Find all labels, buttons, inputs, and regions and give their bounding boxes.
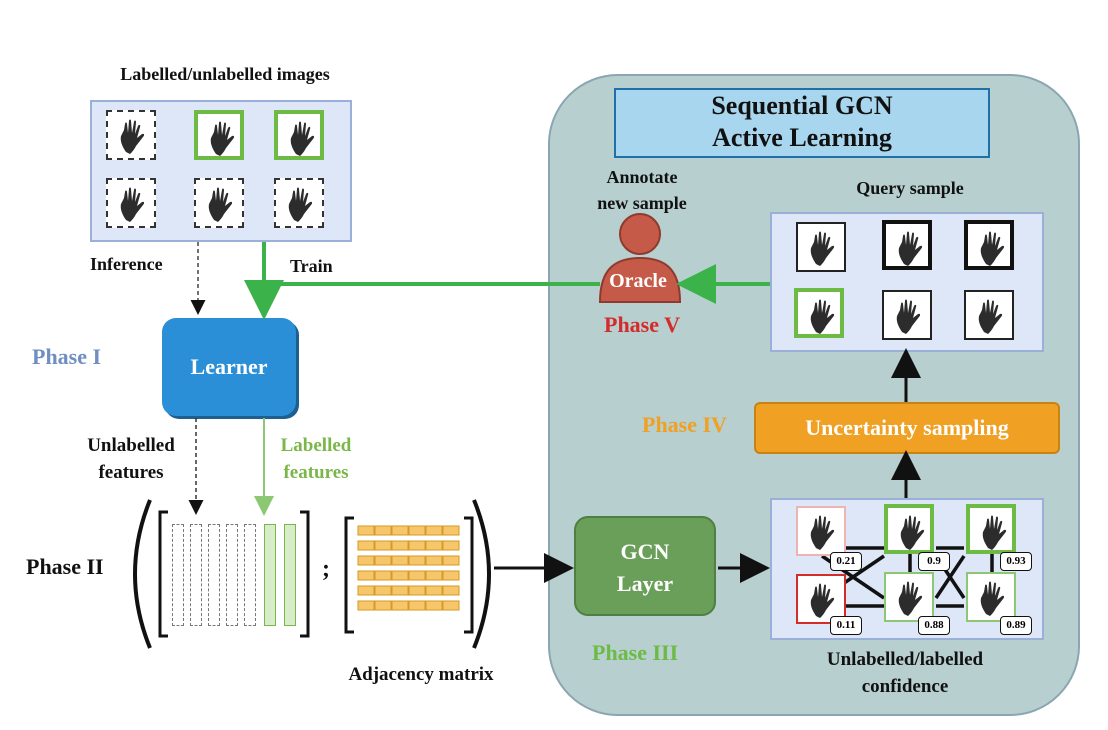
images-panel <box>90 100 352 242</box>
query-panel <box>770 212 1044 352</box>
confidence-badge: 0.93 <box>1000 552 1032 571</box>
hand-icon <box>966 504 1016 554</box>
hand-icon <box>884 504 934 554</box>
confidence-badge: 0.21 <box>830 552 862 571</box>
learner-box: Learner <box>162 318 296 416</box>
adjacency-grid <box>356 524 462 620</box>
confidence-label: Unlabelled/labelled confidence <box>826 649 984 697</box>
hand-icon <box>796 506 846 556</box>
hand-icon <box>106 178 156 228</box>
unlabelled-features-label: Unlabelled features <box>87 435 175 483</box>
oracle-label: Oracle <box>609 270 667 292</box>
hand-icon <box>964 290 1014 340</box>
person-icon <box>598 213 682 303</box>
semicolon: ; <box>322 556 330 582</box>
sgcn-title: Sequential GCN Active Learning <box>614 88 990 158</box>
hand-icon <box>796 574 846 624</box>
inference-label: Inference <box>90 254 163 274</box>
hand-icon <box>882 290 932 340</box>
phase-5-label: Phase V <box>604 312 680 337</box>
hand-icon <box>274 110 324 160</box>
confidence-panel: 0.21 0.9 0.93 0.11 0.88 0.89 <box>770 498 1044 640</box>
hand-icon <box>796 222 846 272</box>
hand-icon <box>194 110 244 160</box>
labelled-features-label: Labelled features <box>280 435 352 483</box>
hand-icon <box>194 178 244 228</box>
gcn-layer-box: GCN Layer <box>574 516 716 616</box>
adjacency-label: Adjacency matrix <box>348 664 494 685</box>
confidence-badge: 0.9 <box>918 552 950 571</box>
phase-2-label: Phase II <box>26 554 104 579</box>
phase-4-label: Phase IV <box>642 412 727 437</box>
query-sample-title: Query sample <box>856 178 964 198</box>
hand-icon <box>964 220 1014 270</box>
confidence-badge: 0.11 <box>830 616 862 635</box>
hand-icon <box>794 288 844 338</box>
annotate-label: Annotate new sample <box>597 167 687 213</box>
feature-matrix <box>172 520 302 628</box>
uncertainty-box: Uncertainty sampling <box>754 402 1060 454</box>
hand-icon <box>106 110 156 160</box>
hand-icon <box>966 572 1016 622</box>
confidence-badge: 0.89 <box>1000 616 1032 635</box>
phase-3-label: Phase III <box>592 640 679 665</box>
images-title: Labelled/unlabelled images <box>120 64 330 84</box>
hand-icon <box>884 572 934 622</box>
hand-icon <box>882 220 932 270</box>
confidence-badge: 0.88 <box>918 616 950 635</box>
phase-1-label: Phase I <box>32 344 102 369</box>
train-label: Train <box>290 256 333 276</box>
hand-icon <box>274 178 324 228</box>
